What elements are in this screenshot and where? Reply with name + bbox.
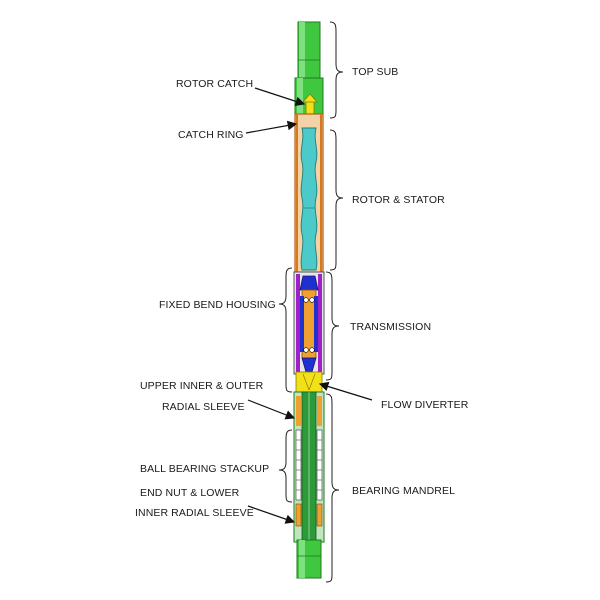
label-rotor-stator: ROTOR & STATOR <box>352 194 445 206</box>
brace-ball-bearing-stackup <box>278 429 293 503</box>
brace-fixed-bend-housing <box>278 267 293 393</box>
label-top-sub: TOP SUB <box>352 66 398 78</box>
label-flow-diverter: FLOW DIVERTER <box>381 399 469 411</box>
end-nut-arrow <box>247 505 296 524</box>
label-transmission: TRANSMISSION <box>350 321 431 333</box>
label-bearing-mandrel: BEARING MANDREL <box>352 485 455 497</box>
rotor-catch-arrow <box>254 87 306 106</box>
rotor-part <box>300 127 318 271</box>
label-end-nut-line2: INNER RADIAL SLEEVE <box>135 507 254 519</box>
label-upper-radial-sleeve-line1: UPPER INNER & OUTER <box>140 380 264 392</box>
mud-motor-tool <box>293 21 325 579</box>
label-end-nut-line1: END NUT & LOWER <box>140 487 240 499</box>
ball-bearing-stackup-part <box>295 429 323 501</box>
brace-rotor-stator <box>329 129 344 271</box>
label-rotor-catch: ROTOR CATCH <box>176 78 253 90</box>
upper-radial-sleeve-arrow <box>247 399 296 420</box>
brace-top-sub <box>329 21 344 119</box>
flow-diverter-arrow <box>318 381 373 401</box>
transmission-part <box>299 275 319 373</box>
label-upper-radial-sleeve-line2: RADIAL SLEEVE <box>162 401 245 413</box>
bottom-sub-part <box>296 539 322 579</box>
brace-transmission <box>325 271 340 381</box>
label-ball-bearing-stackup: BALL BEARING STACKUP <box>140 463 269 475</box>
label-catch-ring: CATCH RING <box>178 129 244 141</box>
catch-ring-arrow <box>245 120 298 134</box>
label-fixed-bend-housing: FIXED BEND HOUSING <box>159 299 276 311</box>
brace-bearing-mandrel <box>325 393 340 583</box>
flow-diverter-part <box>295 371 323 393</box>
end-nut-part <box>295 503 323 527</box>
